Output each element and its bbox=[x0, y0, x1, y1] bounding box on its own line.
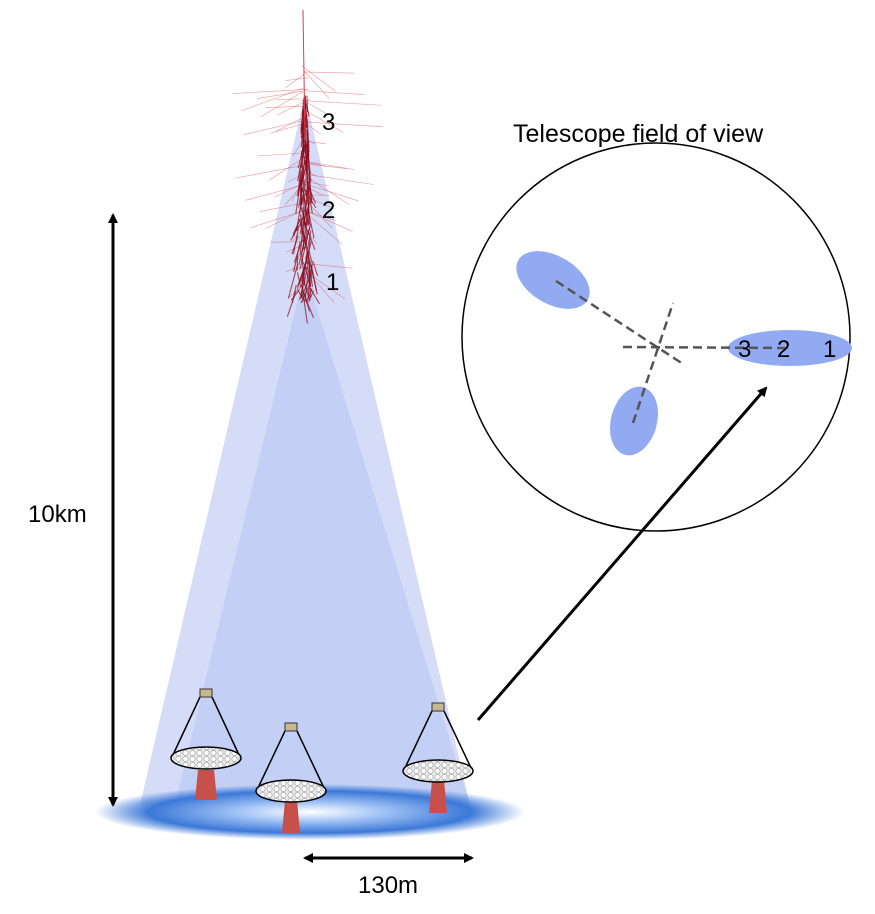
fov-label-1: 1 bbox=[823, 336, 836, 363]
shower-track bbox=[301, 101, 382, 106]
shower-track bbox=[285, 75, 303, 88]
fov-label-3: 3 bbox=[738, 336, 751, 363]
shower-track bbox=[232, 89, 307, 93]
shower-track bbox=[265, 106, 305, 108]
shower-track bbox=[308, 122, 383, 127]
shower-track bbox=[307, 91, 364, 95]
shower-core-track bbox=[297, 253, 298, 270]
shower-track bbox=[286, 78, 309, 81]
shower-track bbox=[302, 66, 336, 92]
height-label: 10km bbox=[28, 501, 87, 528]
fov-label-2: 2 bbox=[777, 336, 790, 363]
shower-label-2: 2 bbox=[322, 197, 335, 224]
air-shower bbox=[232, 10, 382, 323]
shower-track bbox=[260, 89, 308, 117]
shower-label-3: 3 bbox=[322, 109, 335, 136]
shower-image-upper-left bbox=[506, 239, 599, 321]
shower-track bbox=[276, 99, 300, 100]
spacing-label: 130m bbox=[358, 872, 418, 899]
shower-label-1: 1 bbox=[326, 269, 339, 296]
shower-track bbox=[257, 91, 302, 98]
shower-track bbox=[304, 71, 329, 99]
